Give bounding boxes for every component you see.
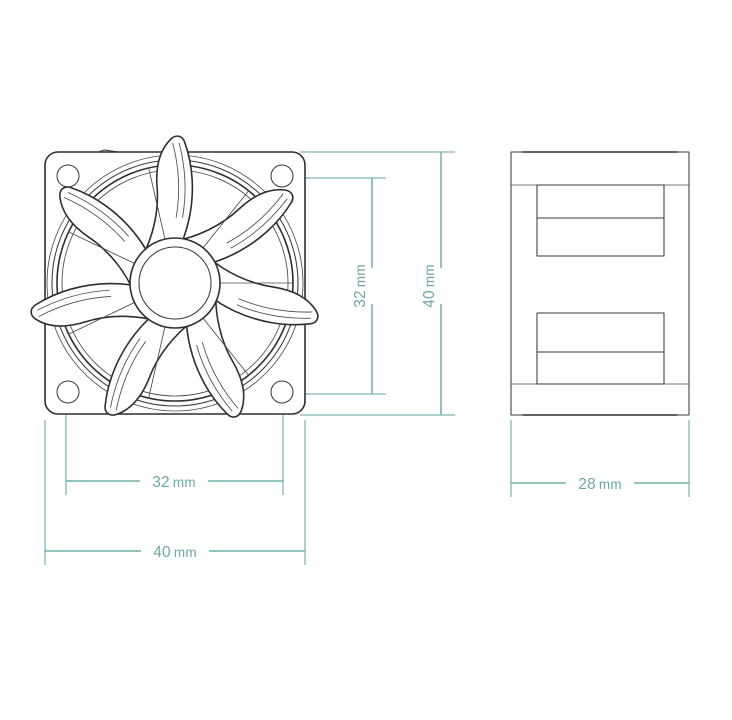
fan-blade-crease-a (172, 142, 180, 218)
fan-blade-crease-a (38, 296, 112, 317)
dim-40h-unit: mm (174, 545, 197, 560)
fan-blade-crease-b (230, 198, 288, 249)
fan-blade-crease-b (37, 289, 110, 311)
fan-blade-crease-b (178, 142, 186, 218)
fan-blade-crease-a (238, 298, 313, 313)
dim-32v-unit: mm (353, 264, 368, 287)
dim-32h-value: 32 (152, 474, 170, 491)
dimension-40mm-vertical: 40 mm (421, 152, 442, 415)
mounting-hole-bottom-left (56, 380, 80, 404)
mounting-hole-top-right (270, 164, 294, 188)
dim-32v-label: 32 mm (352, 264, 369, 308)
fan-blade-crease-a (226, 193, 284, 244)
fan-blade-crease-b (196, 344, 233, 412)
fan-hub-inner (138, 246, 212, 320)
dim-40v-value: 40 (421, 290, 438, 308)
dim-32h-unit: mm (173, 475, 196, 490)
fan-blade-crease-a (63, 197, 125, 242)
mounting-hole-top-left (56, 164, 80, 188)
fan-blade-crease-b (236, 304, 311, 319)
dim-32v-value: 32 (352, 290, 369, 308)
fan-blade-crease-b (67, 192, 129, 237)
fan-blade-surface (186, 256, 319, 326)
side-inlet-recess-top (536, 184, 665, 257)
mounting-hole-bottom-right (270, 380, 294, 404)
fan-hub-outer (129, 237, 221, 329)
side-view (510, 151, 690, 416)
dim-40v-label: 40 mm (421, 264, 438, 308)
fan-blade-crease-a (201, 342, 239, 409)
dim-40v-unit: mm (422, 264, 437, 287)
front-view (30, 135, 319, 418)
fan-blade-crease-a (115, 341, 146, 411)
dim-28h-unit: mm (599, 477, 622, 492)
dim-28h-value: 28 (578, 476, 596, 493)
fan-blade-crease-b (110, 338, 141, 408)
side-inlet-recess-bottom (536, 312, 665, 385)
dim-40h-value: 40 (153, 544, 171, 561)
fan-blade (186, 256, 319, 326)
dimension-32mm-vertical: 32 mm (352, 178, 373, 394)
